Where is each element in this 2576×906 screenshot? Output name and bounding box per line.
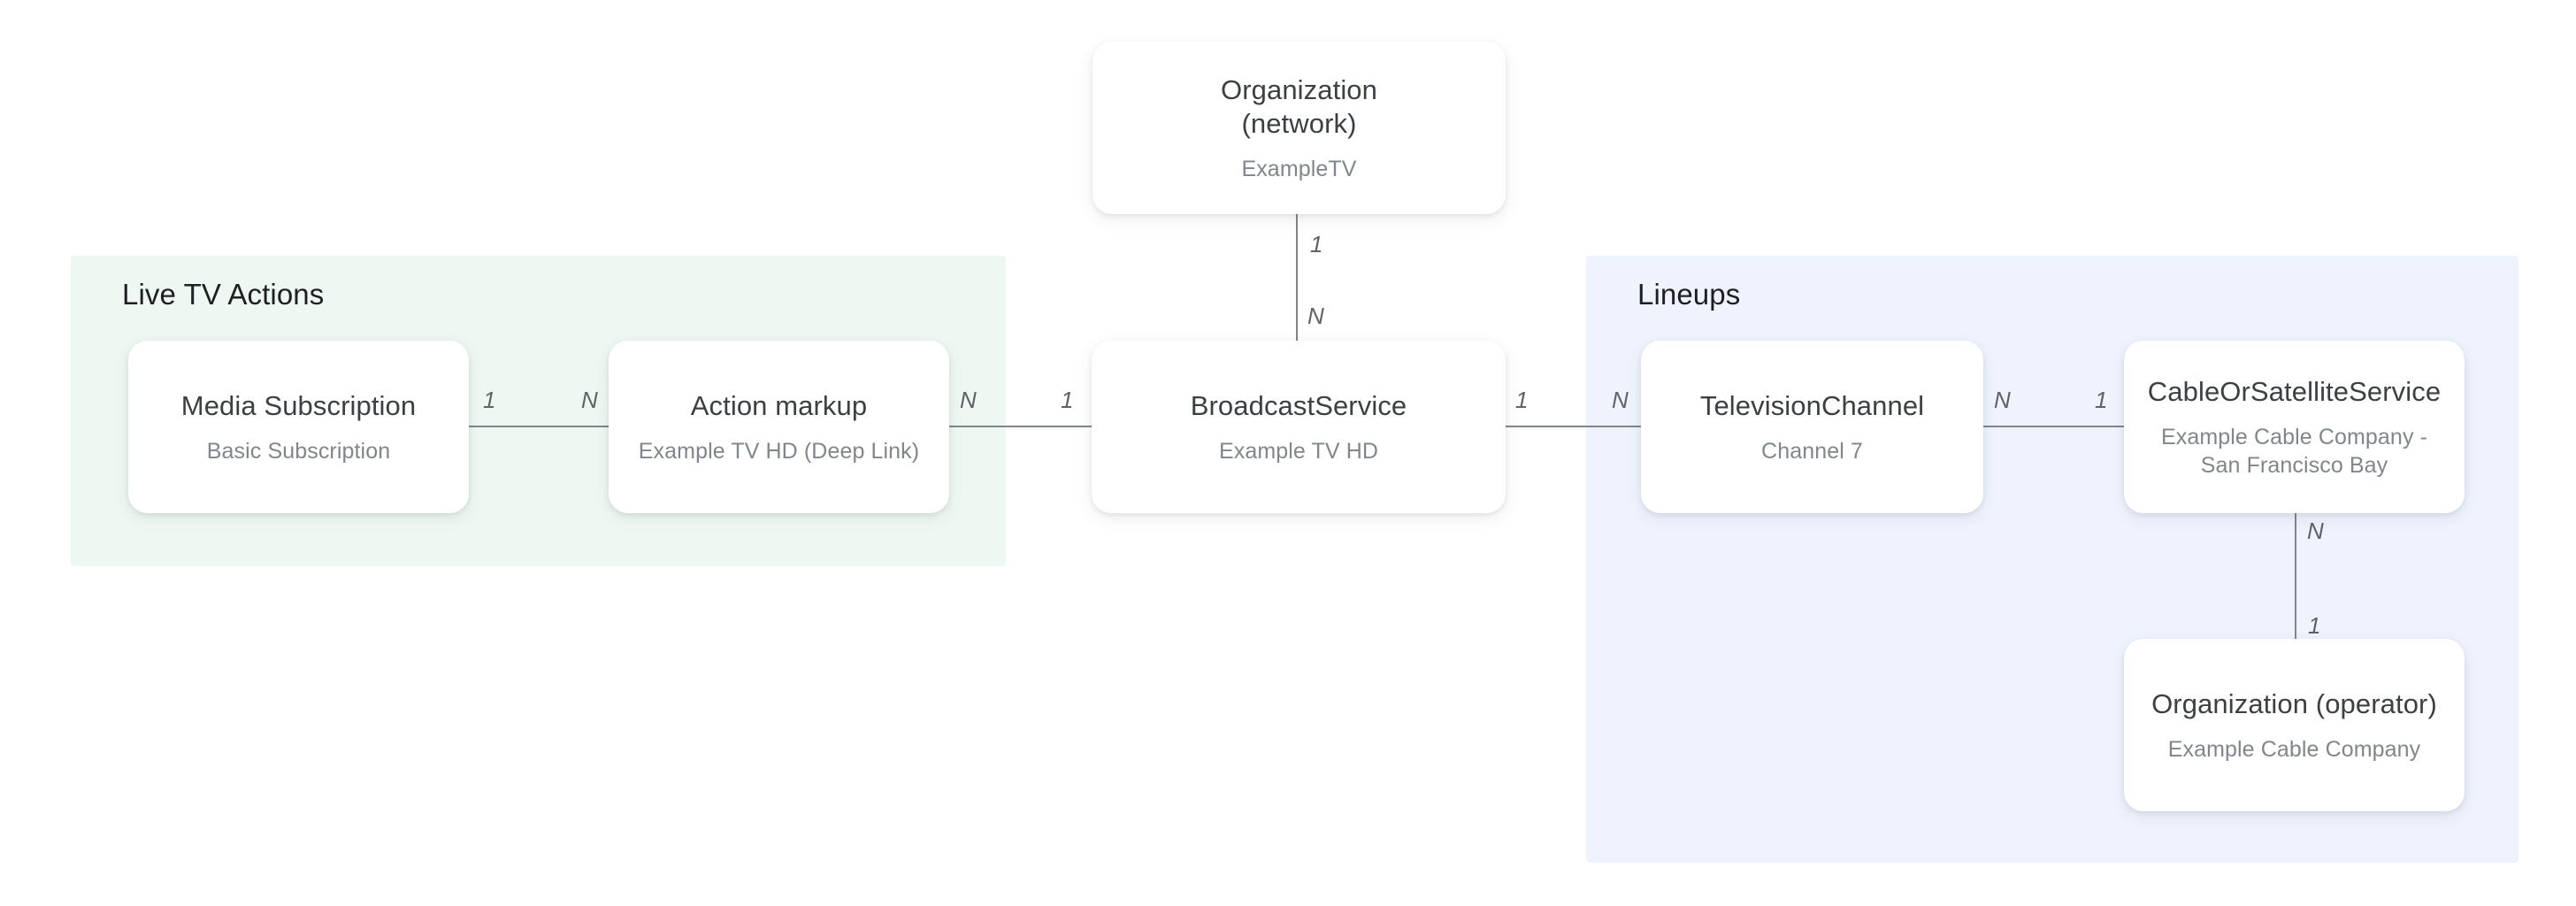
edge-broadcast-service-to-television-channel: [1504, 426, 1643, 427]
edge-label-action-markup-source-cardinality: N: [960, 387, 977, 413]
node-subtitle-cable-or-satellite-service: Example Cable Company - San Francisco Ba…: [2160, 424, 2428, 478]
edge-label-broadcast-service-right-cardinality: 1: [1515, 387, 1529, 413]
node-title-action-markup: Action markup: [690, 389, 868, 421]
edge-action-markup-to-broadcast-service: [947, 426, 1093, 427]
node-card-action-markup[interactable]: Action markup Example TV HD (Deep Link): [609, 341, 949, 513]
edge-label-organization-network-source-cardinality: 1: [1310, 231, 1323, 257]
edge-label-television-channel-right-cardinality: N: [1994, 387, 2011, 413]
edge-media-subscription-to-action-markup: [467, 426, 610, 427]
node-card-organization-operator[interactable]: Organization (operator) Example Cable Co…: [2124, 639, 2465, 811]
edge-label-television-channel-left-cardinality: N: [1612, 387, 1629, 413]
edge-label-broadcast-service-left-cardinality: 1: [1061, 387, 1074, 413]
node-subtitle-broadcast-service: Example TV HD: [1218, 438, 1379, 464]
node-title-cable-or-satellite-service: CableOrSatelliteService: [2147, 375, 2442, 407]
node-subtitle-organization-operator: Example Cable Company: [2167, 736, 2421, 762]
node-title-organization-operator: Organization (operator): [2151, 687, 2437, 719]
node-card-organization-network[interactable]: Organization (network) ExampleTV: [1092, 42, 1506, 214]
edge-label-broadcast-service-top-cardinality: N: [1307, 303, 1324, 329]
node-title-television-channel: TelevisionChannel: [1699, 389, 1925, 421]
node-subtitle-media-subscription: Basic Subscription: [206, 438, 391, 464]
node-title-media-subscription: Media Subscription: [180, 389, 417, 421]
node-subtitle-action-markup: Example TV HD (Deep Link): [638, 438, 920, 464]
node-title-broadcast-service: BroadcastService: [1190, 389, 1407, 421]
node-subtitle-television-channel: Channel 7: [1761, 438, 1863, 464]
edge-label-action-markup-target-cardinality: N: [581, 387, 598, 413]
node-card-cable-or-satellite-service[interactable]: CableOrSatelliteService Example Cable Co…: [2124, 341, 2465, 513]
edge-cable-or-satellite-service-to-organization-operator: [2295, 511, 2296, 641]
edge-organization-network-to-broadcast-service: [1296, 213, 1298, 342]
node-card-broadcast-service[interactable]: BroadcastService Example TV HD: [1092, 341, 1506, 513]
node-card-television-channel[interactable]: TelevisionChannel Channel 7: [1641, 341, 1983, 513]
edge-label-cable-or-satellite-service-bottom-cardinality: N: [2307, 518, 2324, 544]
edge-label-cable-or-satellite-service-left-cardinality: 1: [2095, 387, 2108, 413]
edge-label-media-subscription-source-cardinality: 1: [483, 387, 496, 413]
group-title-live-tv-actions: Live TV Actions: [122, 278, 325, 311]
node-subtitle-organization-network: ExampleTV: [1241, 156, 1357, 181]
node-title-organization-network: Organization (network): [1221, 73, 1377, 139]
edge-label-organization-operator-top-cardinality: 1: [2308, 612, 2321, 639]
node-card-media-subscription[interactable]: Media Subscription Basic Subscription: [128, 341, 469, 513]
edge-television-channel-to-cable-or-satellite-service: [1982, 426, 2126, 427]
group-title-lineups: Lineups: [1637, 278, 1741, 311]
